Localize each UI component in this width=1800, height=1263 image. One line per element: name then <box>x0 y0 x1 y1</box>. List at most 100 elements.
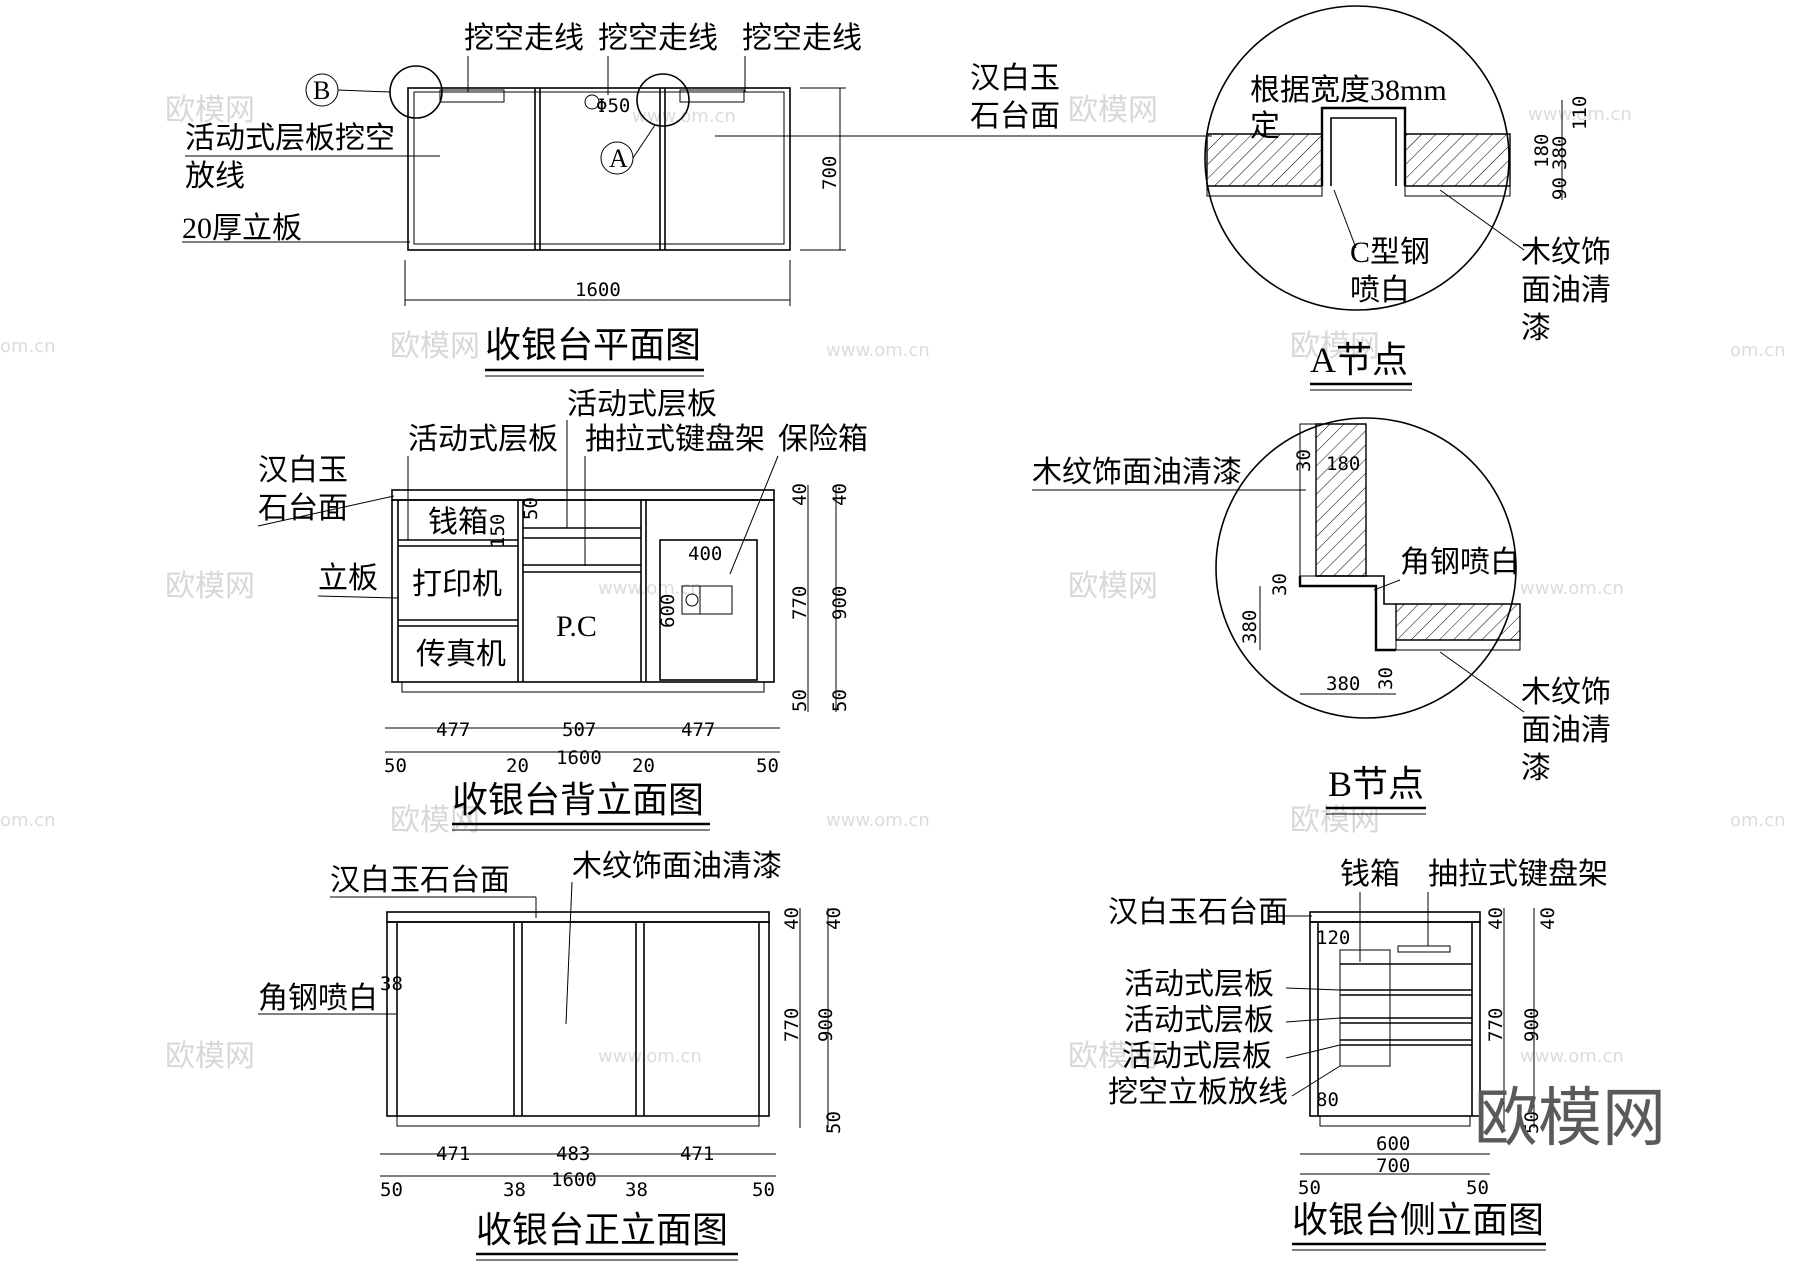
front-dim-h40: 40 <box>781 907 803 930</box>
brand-logo: 欧模网 <box>1474 1082 1666 1156</box>
node-a-title: A节点 <box>1310 340 1408 380</box>
back-pc-label: P.C <box>556 610 597 643</box>
watermark-url: om.cn <box>1730 340 1786 361</box>
watermark-cn: 欧模网 <box>390 803 480 838</box>
plan-title: 收银台平面图 <box>485 325 701 365</box>
side-hollow-label: 挖空立板放线 <box>1108 1076 1288 1109</box>
node-b-wood-label-2: 面油清 <box>1521 714 1611 747</box>
back-marble-label-1: 汉白玉 <box>258 454 348 487</box>
side-cashbox-label: 钱箱 <box>1340 858 1400 891</box>
watermark-url: om.cn <box>0 336 56 357</box>
back-dim-edge1: 50 <box>384 755 407 777</box>
node-a-width-label-1: 根据宽度38mm <box>1250 74 1447 107</box>
node-b-wood-label-1: 木纹饰 <box>1521 676 1611 709</box>
node-a-detail: 根据宽度38mm 定 C型钢 喷白 木纹饰 面油清 漆 110 180 380 … <box>1204 5 1611 391</box>
node-b-dim-30a: 30 <box>1293 449 1315 472</box>
callout-a-circle <box>636 73 690 127</box>
node-a-csteel-label-2: 喷白 <box>1350 274 1410 307</box>
node-a-wood-label-2: 面油清 <box>1521 274 1611 307</box>
node-b-dim-380v: 380 <box>1239 610 1261 644</box>
front-body <box>386 921 770 1117</box>
back-shelf-label-b: 活动式层板 <box>567 388 717 421</box>
node-b-title: B节点 <box>1328 764 1424 804</box>
plan-hole-dim: Φ50 <box>596 95 630 117</box>
back-dim-h40b: 40 <box>829 483 851 506</box>
side-dim-700: 700 <box>1376 1155 1410 1177</box>
plan-hollow-label-1: 挖空走线 <box>464 22 584 55</box>
side-dim-edge2: 50 <box>1466 1177 1489 1199</box>
watermark-cn: 欧模网 <box>1068 93 1158 128</box>
plan-view: B A 挖空走线 挖空走线 挖空走线 Φ50 活动式层板挖空 放线 20厚立板 … <box>182 22 1212 377</box>
node-b-slab <box>1395 603 1521 641</box>
back-safe-width-dim: 400 <box>688 543 722 565</box>
watermark-url: om.cn <box>0 810 56 831</box>
back-dim-50: 50 <box>520 497 542 520</box>
back-dim-150: 150 <box>487 514 509 548</box>
front-dim-edge2: 50 <box>752 1179 775 1201</box>
node-b-circle <box>1215 417 1517 719</box>
back-dim-h900: 900 <box>829 586 851 620</box>
side-dim-120: 120 <box>1316 927 1350 949</box>
plan-width-dim: 1600 <box>575 279 621 301</box>
back-cashbox-label: 钱箱 <box>428 506 488 539</box>
watermark-site: www.om.cn <box>826 810 930 831</box>
watermark-cn: 欧模网 <box>1290 329 1380 364</box>
front-title: 收银台正立面图 <box>476 1210 728 1250</box>
front-marble-label: 汉白玉石台面 <box>330 864 510 897</box>
watermark-cn: 欧模网 <box>165 569 255 604</box>
watermark-site: www.om.cn <box>1528 104 1632 125</box>
back-dim-h50b: 50 <box>829 689 851 712</box>
plan-depth-dim: 700 <box>819 156 841 190</box>
node-b-wood-top-label: 木纹饰面油清漆 <box>1032 456 1242 489</box>
watermark-site: www.om.cn <box>598 1046 702 1067</box>
node-b-wood-label-3: 漆 <box>1521 752 1551 785</box>
node-a-dim-380: 380 <box>1549 136 1571 170</box>
callout-b-label: B <box>313 76 330 105</box>
front-dim-gap2: 38 <box>625 1179 648 1201</box>
callout-a-label: A <box>609 144 628 173</box>
node-a-wood-label-3: 漆 <box>1521 312 1551 345</box>
front-dim-h50: 50 <box>823 1111 845 1134</box>
front-dim-col3: 471 <box>680 1143 714 1165</box>
plan-inner <box>413 91 785 245</box>
side-countertop <box>1309 911 1481 923</box>
watermark-cn: 欧模网 <box>165 1039 255 1074</box>
front-dim-col1: 471 <box>436 1143 470 1165</box>
plan-outline <box>407 87 791 251</box>
node-a-csteel <box>1320 106 1407 186</box>
node-b-angle <box>1298 576 1396 652</box>
back-elevation: 钱箱 打印机 传真机 P.C 400 600 50 150 活动式层板 活动式层… <box>257 388 868 831</box>
plan-shelf-hollow-2: 放线 <box>185 160 245 193</box>
plan-hollow-label-3: 挖空走线 <box>742 22 862 55</box>
side-dim-h770: 770 <box>1485 1008 1507 1042</box>
front-dim-col2: 483 <box>556 1143 590 1165</box>
side-shelf3-label: 活动式层板 <box>1122 1040 1272 1073</box>
back-dim-gap2: 20 <box>632 755 655 777</box>
back-dim-h50: 50 <box>789 689 811 712</box>
back-dim-h770: 770 <box>789 586 811 620</box>
back-dim-edge2: 50 <box>756 755 779 777</box>
side-dim-edge1: 50 <box>1298 1177 1321 1199</box>
side-dim-600: 600 <box>1376 1133 1410 1155</box>
front-elevation: 汉白玉石台面 木纹饰面油清漆 角钢喷白 38 471 483 471 50 38… <box>258 850 845 1261</box>
back-safe-label: 保险箱 <box>778 423 868 456</box>
watermark-site: www.om.cn <box>826 340 930 361</box>
node-b-post <box>1315 423 1367 577</box>
front-countertop <box>386 911 770 923</box>
back-dim-total: 1600 <box>556 747 602 769</box>
safe-keypad <box>681 585 733 615</box>
back-dim-h40: 40 <box>789 483 811 506</box>
watermark-cn: 欧模网 <box>1068 1039 1158 1074</box>
node-a-wood-label-1: 木纹饰 <box>1521 236 1611 269</box>
node-b-dim-180: 180 <box>1326 453 1360 475</box>
side-keyboard-label: 抽拉式键盘架 <box>1428 858 1608 891</box>
node-a-width-label-2: 定 <box>1250 110 1280 143</box>
back-marble-label-2: 石台面 <box>258 492 348 525</box>
node-b-detail: 木纹饰面油清漆 角钢喷白 木纹饰 面油清 漆 180 30 30 380 380… <box>1032 417 1611 815</box>
side-elevation: 钱箱 抽拉式键盘架 汉白玉石台面 活动式层板 活动式层板 活动式层板 挖空立板放… <box>1108 858 1608 1251</box>
side-dim-h50: 50 <box>1521 1111 1543 1134</box>
watermark-site: www.om.cn <box>1520 1046 1624 1067</box>
back-shelf-label-a: 活动式层板 <box>408 423 558 456</box>
back-safe-height-dim: 600 <box>657 594 679 628</box>
